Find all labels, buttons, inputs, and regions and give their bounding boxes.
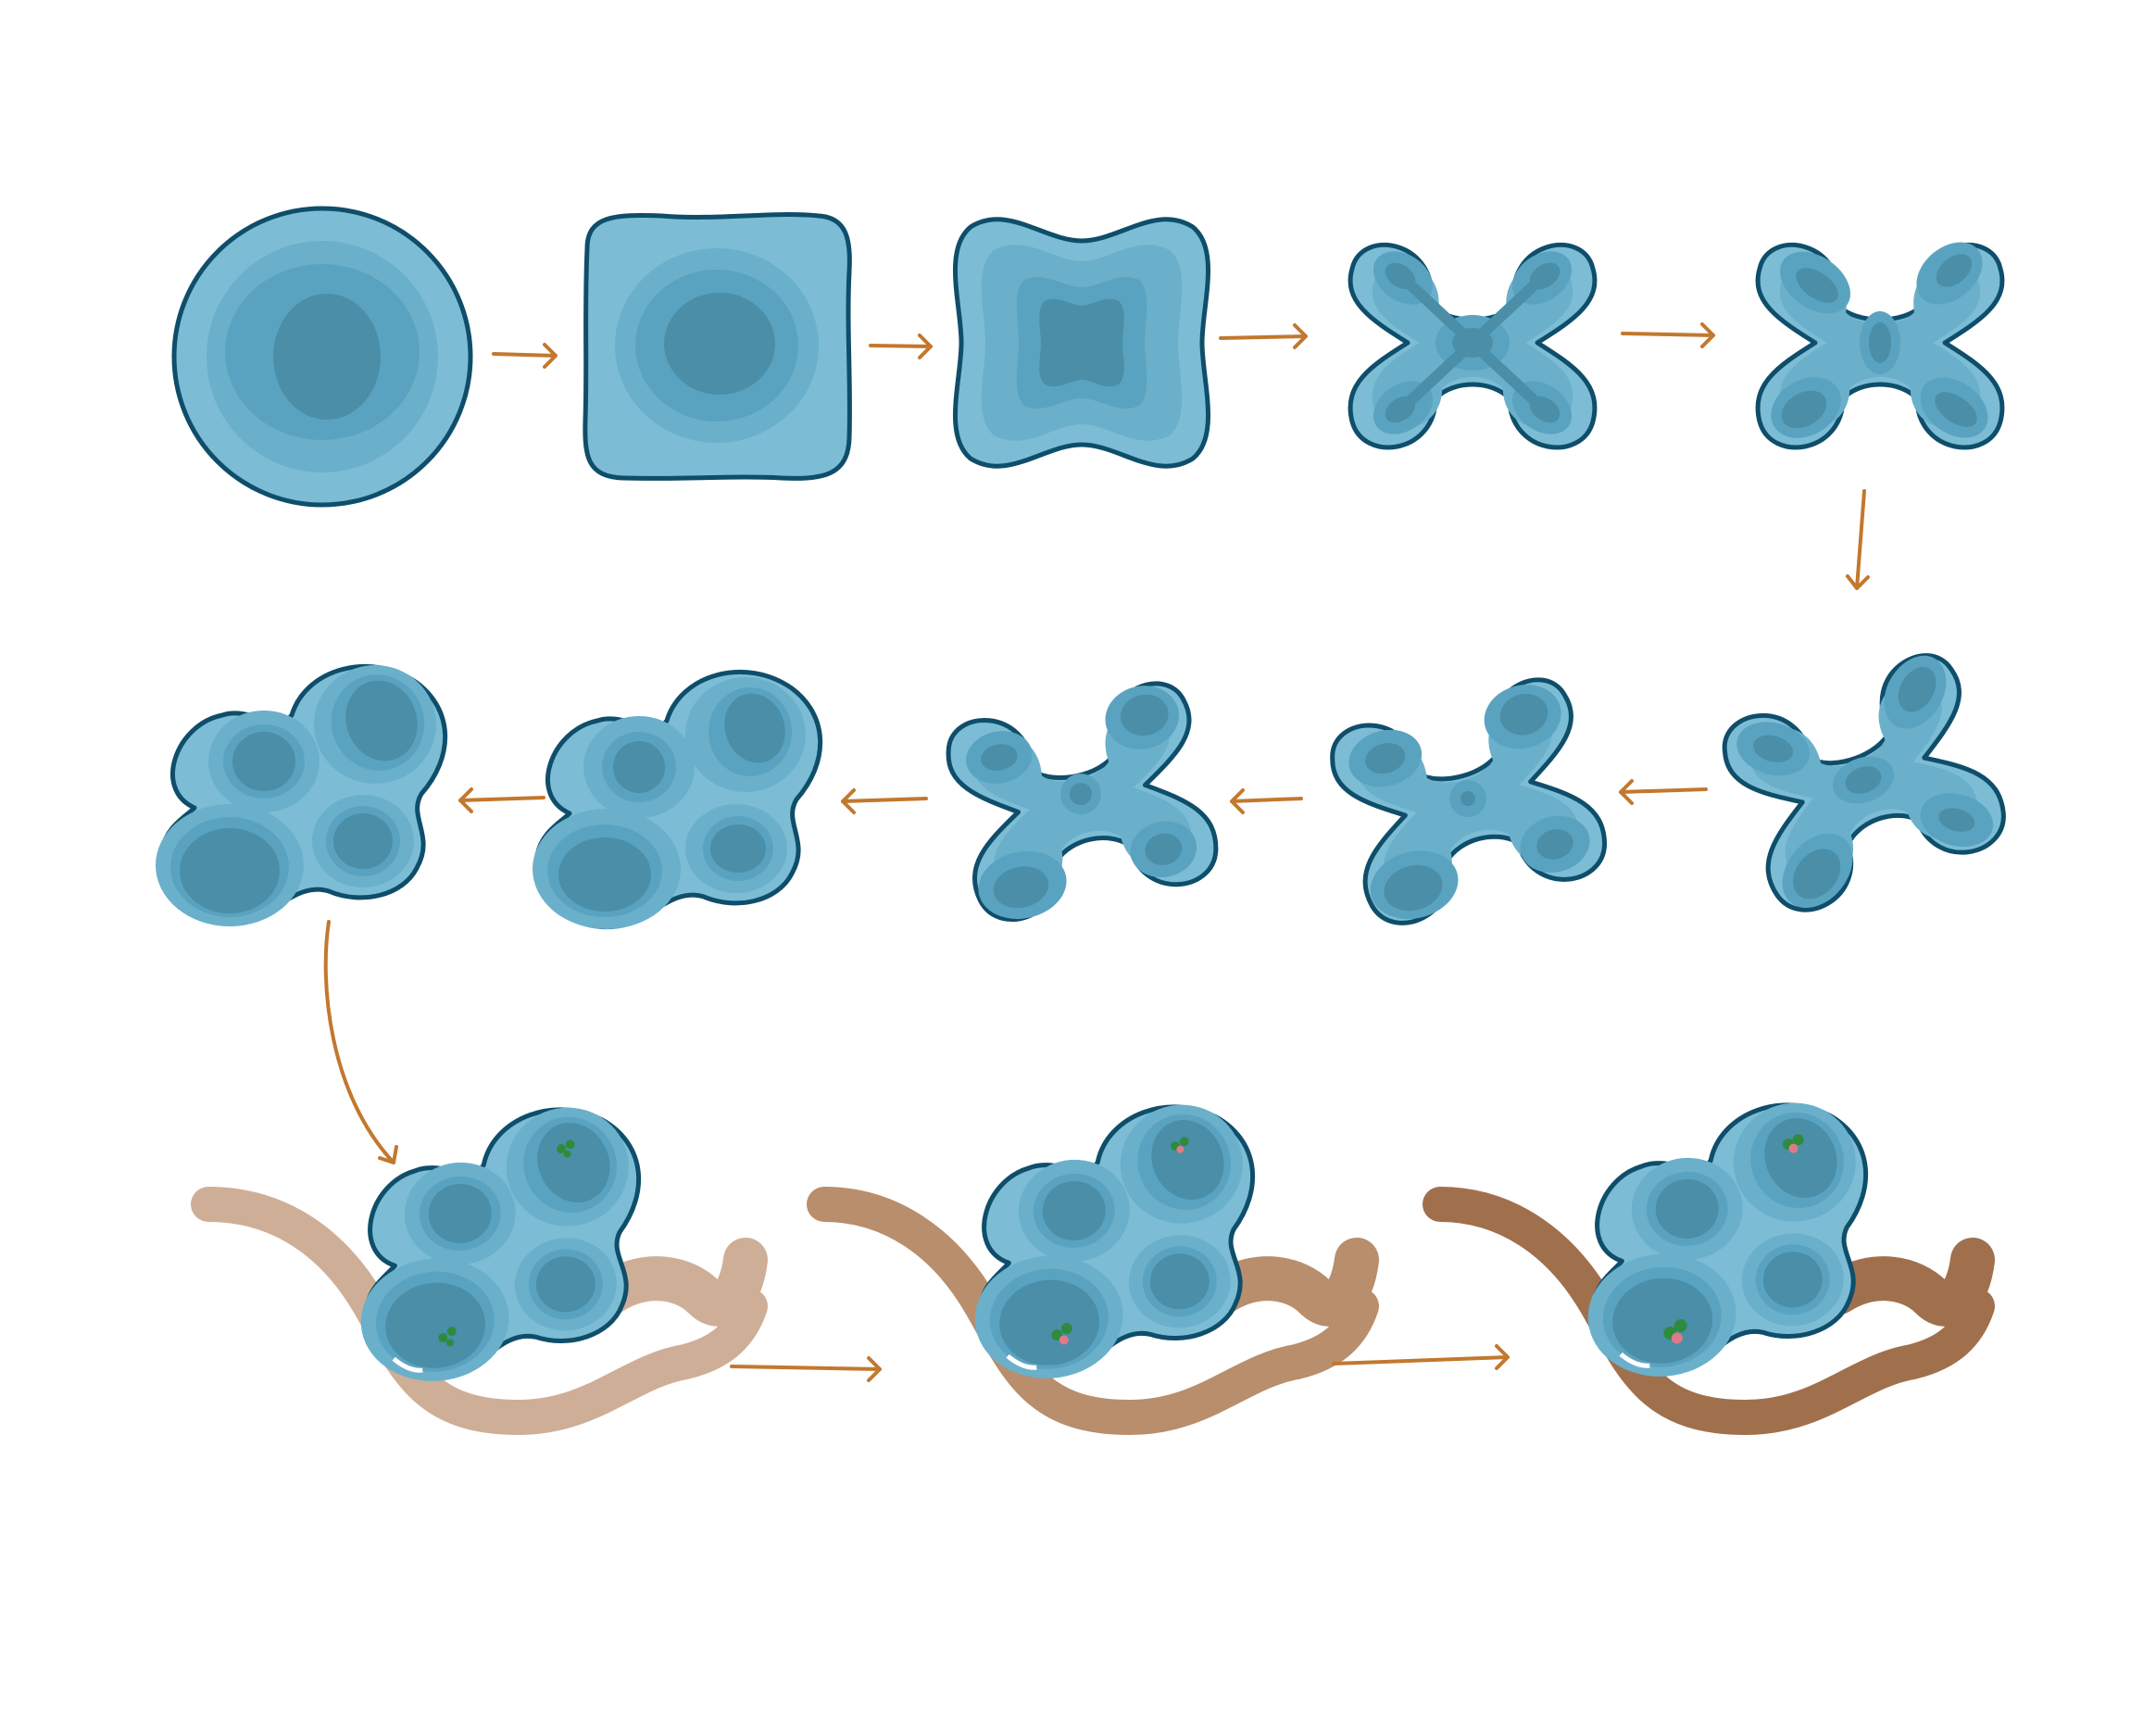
marker-cluster: [1051, 1323, 1072, 1345]
highlight: [392, 1356, 423, 1373]
nucleus: [664, 293, 775, 395]
nucleus: [273, 294, 381, 420]
stage-x-shaped-cell: [1350, 240, 1595, 447]
stage-tilted-x-cell: [1708, 633, 2022, 932]
nuclei: [981, 694, 1183, 909]
nuclei: [999, 1120, 1224, 1365]
nuclei: [1753, 666, 1975, 900]
stage-four-lobed-cell-final: [156, 661, 445, 926]
nuclei: [1365, 693, 1573, 912]
stage-cell-on-fiber-3: [1423, 1093, 1995, 1436]
nucleus: [1039, 298, 1124, 387]
fiber: [1423, 1187, 1995, 1436]
fiber-bulge: [1816, 1238, 1995, 1327]
nuclei: [180, 680, 418, 913]
fiber: [807, 1187, 1379, 1436]
arrow-8-9: [841, 788, 928, 814]
fiber: [191, 1187, 768, 1436]
stage-x-shaped-cell-four-nuclei: [1758, 242, 2002, 450]
arrow-9-10: [458, 787, 545, 813]
arrow-11-12: [730, 1356, 882, 1382]
fiber-bulge: [589, 1238, 768, 1327]
stage-tilted-x-cell-five-nuclei: [942, 677, 1223, 927]
arrow-3-4: [1219, 323, 1308, 349]
marker-cluster: [1783, 1134, 1804, 1153]
arrow-2-3: [869, 333, 933, 359]
stage-cell-on-fiber-1: [191, 1098, 768, 1436]
attached-cell: [1571, 1093, 1882, 1382]
marker-cluster: [557, 1139, 575, 1158]
stage-round-cell: [171, 206, 473, 508]
nuclei: [1612, 1118, 1837, 1364]
stage-pinched-cell: [952, 217, 1211, 469]
nuclei: [558, 693, 785, 912]
highlight: [1619, 1352, 1650, 1368]
nuclei: [1385, 262, 1561, 423]
fiber-bulge: [1200, 1238, 1379, 1327]
nuclei: [385, 1123, 610, 1368]
marker-cluster: [1171, 1137, 1189, 1153]
stage-squarish-cell: [583, 212, 852, 481]
arrow-10-11: [323, 920, 398, 1164]
arrow-6-7: [1619, 779, 1708, 805]
arrow-12-13: [1332, 1344, 1510, 1370]
highlight: [1006, 1353, 1037, 1370]
arrow-4-5: [1621, 322, 1715, 348]
arrow-1-2: [492, 343, 558, 369]
marker-cluster: [438, 1327, 457, 1347]
stage-four-lobed-cell: [533, 672, 821, 929]
arrow-7-8: [1230, 788, 1303, 814]
marker-cluster: [1663, 1319, 1687, 1344]
stage-cell-on-fiber-2: [807, 1095, 1379, 1436]
attached-cell: [958, 1095, 1269, 1384]
attached-cell: [344, 1098, 655, 1387]
nuclei: [1781, 254, 1977, 429]
stage-tilted-x-cell-center-dot: [1324, 673, 1612, 931]
arrow-5-6: [1846, 489, 1870, 590]
